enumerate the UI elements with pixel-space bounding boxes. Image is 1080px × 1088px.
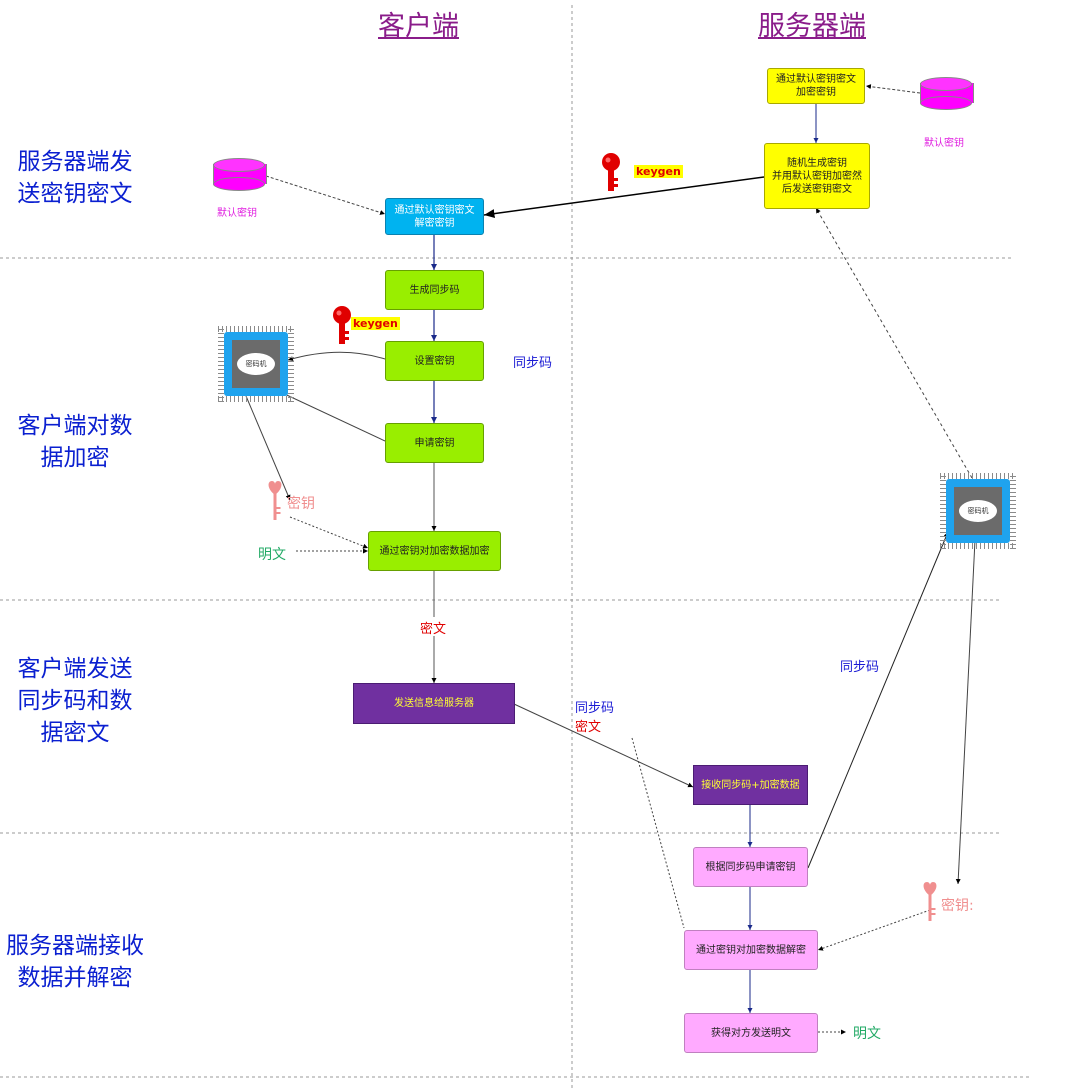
phase-line: 服务器端发: [17, 149, 133, 175]
key-icon: [602, 153, 620, 191]
key-icon: [923, 882, 937, 921]
box-line: 生成同步码: [409, 284, 460, 296]
cipher-machine-chip-icon: 密码机: [218, 326, 294, 402]
server-key-label: 密钥:: [941, 898, 974, 914]
cipher-machine-chip-icon: 密码机: [940, 473, 1016, 549]
box-line: 设置密钥: [414, 355, 455, 367]
phase-line: 同步码和数: [17, 688, 133, 714]
cli-request-key-box[interactable]: 申请密钥: [385, 423, 484, 463]
box-line: 获得对方发送明文: [711, 1027, 791, 1039]
cipher-machine-label: 密码机: [237, 353, 275, 375]
box-line: 发送信息给服务器: [394, 698, 474, 709]
arrow-setkey-to-chip: [287, 351, 386, 362]
server-plaintext-label: 明文: [853, 1026, 881, 1042]
cli-decrypt-key-box[interactable]: 通过默认密钥密文解密密钥: [385, 198, 484, 235]
arrow-db-to-srv-encrypt: [865, 84, 921, 94]
client-key-label: 密钥: [287, 496, 315, 512]
box-line: 接收同步码+加密数据: [701, 779, 800, 791]
database-icon: [920, 77, 974, 110]
arrow-srv-key-to-decrypt: [817, 909, 931, 951]
phase-line: 据加密: [40, 445, 110, 471]
phase-line: 服务器端接收: [6, 933, 144, 959]
arrow-keygen-send: [483, 176, 765, 219]
box-line: 随机生成密钥: [787, 157, 847, 169]
srv-plaintext-box[interactable]: 获得对方发送明文: [684, 1013, 818, 1053]
arrow-srv-request-to-chip: [807, 531, 949, 869]
arrow-chip-to-key: [245, 395, 291, 501]
send-ciphertext-label: 密文: [575, 720, 602, 735]
arrow-cipher-label-to-decrypt: [631, 737, 685, 929]
keygen-label-client: keygen: [351, 317, 400, 330]
phase-line: 据密文: [40, 720, 110, 746]
arrow-chip-to-generate: [815, 207, 973, 479]
cli-set-key-box[interactable]: 设置密钥: [385, 341, 484, 381]
arrow-db-to-cli-decrypt: [265, 175, 386, 215]
box-line: 通过默认密钥密文: [776, 74, 856, 85]
phase-line: 送密钥密文: [17, 181, 133, 207]
key-icon: [333, 306, 351, 344]
cipher-machine-label: 密码机: [959, 500, 997, 522]
arrow-key-to-encrypt: [289, 516, 369, 549]
box-line: 并用默认密钥加密然: [772, 170, 862, 182]
box-line: 根据同步码申请密钥: [705, 861, 796, 873]
phase-label-client-send: 客户端发送 同步码和数 据密文: [0, 653, 150, 749]
server-default-key-label: 默认密钥: [924, 138, 964, 149]
box-line: 通过密钥对加密数据加密: [379, 545, 490, 557]
srv-decrypt-data-box[interactable]: 通过密钥对加密数据解密: [684, 930, 818, 970]
keygen-label-server: keygen: [634, 165, 683, 178]
cli-send-box[interactable]: 发送信息给服务器: [353, 683, 515, 724]
client-plaintext-label: 明文: [258, 547, 286, 563]
box-line: 通过密钥对加密数据解密: [696, 944, 806, 956]
srv-receive-box[interactable]: 接收同步码+加密数据: [693, 765, 808, 805]
box-line: 申请密钥: [414, 437, 455, 449]
phase-line: 数据并解密: [17, 965, 133, 991]
send-sync-code-label: 同步码: [575, 701, 615, 716]
client-default-key-label: 默认密钥: [217, 208, 257, 219]
server-sync-code-label: 同步码: [840, 660, 880, 675]
arrow-send-to-receive: [513, 703, 694, 788]
cli-encrypt-data-box[interactable]: 通过密钥对加密数据加密: [368, 531, 501, 571]
srv-generate-key-box[interactable]: 随机生成密钥并用默认密钥加密然后发送密钥密文: [764, 143, 870, 209]
database-icon: [213, 158, 267, 191]
phase-line: 客户端发送: [17, 656, 133, 682]
srv-encrypt-key-box[interactable]: 通过默认密钥密文加密密钥: [767, 68, 865, 104]
srv-request-key-box[interactable]: 根据同步码申请密钥: [693, 847, 808, 887]
ciphertext-label: 密文: [420, 622, 447, 637]
box-line: 通过默认密钥密文: [394, 204, 475, 216]
key-icon: [268, 481, 282, 520]
box-line: 后发送密钥密文: [782, 183, 852, 195]
server-column-header: 服务器端: [758, 11, 866, 42]
phase-label-client-encrypt: 客户端对数 据加密: [0, 410, 150, 474]
phase-label-server-receive: 服务器端接收 数据并解密: [0, 930, 150, 994]
phase-line: 客户端对数: [17, 413, 133, 439]
arrow-chip-to-srv-key: [955, 539, 976, 885]
cli-gen-sync-box[interactable]: 生成同步码: [385, 270, 484, 310]
arrow-request-to-chip: [275, 389, 386, 442]
client-column-header: 客户端: [378, 11, 459, 42]
box-line: 解密密钥: [414, 217, 455, 229]
client-sync-code-label: 同步码: [513, 356, 553, 371]
phase-label-server-send: 服务器端发 送密钥密文: [0, 146, 150, 210]
box-line: 加密密钥: [796, 87, 836, 98]
